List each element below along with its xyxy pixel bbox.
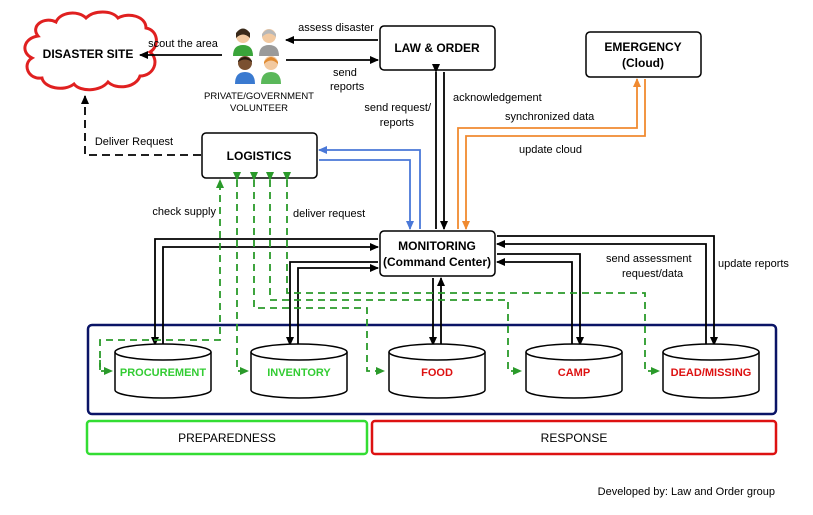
database-procurement: PROCUREMENT: [114, 343, 212, 399]
edge-label-update-cloud: update cloud: [519, 144, 582, 156]
edge-label-send-assessment-1: send assessment: [606, 253, 692, 265]
law-order-node: LAW & ORDER: [379, 25, 496, 71]
edge-label-send-assessment-2: request/data: [622, 268, 684, 280]
monitoring-node: MONITORING (Command Center): [379, 230, 496, 277]
emergency-label-line1: EMERGENCY: [604, 40, 681, 54]
edge-inventory-monitoring-in: [297, 264, 379, 345]
database-label-camp: CAMP: [558, 367, 590, 379]
volunteer-label-line2: VOLUNTEER: [230, 103, 288, 114]
emergency-node: EMERGENCY (Cloud): [585, 31, 702, 78]
database-label-procurement: PROCUREMENT: [120, 367, 206, 379]
edge-green-procurement: [99, 179, 224, 370]
edge-label-send-request-2: reports: [380, 117, 415, 129]
edge-label-deliver-request-top: Deliver Request: [95, 136, 173, 148]
volunteer-label-line1: PRIVATE/GOVERNMENT: [204, 91, 314, 102]
database-inventory: INVENTORY: [250, 343, 348, 399]
phase-response-label: RESPONSE: [541, 431, 608, 445]
emergency-label-line2: (Cloud): [622, 56, 664, 70]
logistics-node: LOGISTICS: [201, 132, 318, 179]
database-camp: CAMP: [525, 343, 623, 399]
edge-label-assess-disaster: assess disaster: [298, 22, 374, 34]
disaster-site-node: DISASTER SITE: [23, 10, 158, 92]
disaster-site-cloud: [23, 10, 158, 92]
phase-preparedness-label: PREPAREDNESS: [178, 431, 276, 445]
database-food: FOOD: [388, 343, 486, 399]
edge-label-send-request-1: send request/: [364, 102, 432, 114]
edge-label-send-reports-1: send: [333, 67, 357, 79]
edge-green-dead-missing: [283, 172, 660, 375]
edge-monitoring-inventory-out: [286, 261, 378, 346]
edge-monitoring-camp-out: [497, 253, 584, 346]
edge-label-scout-area: scout the area: [148, 38, 219, 50]
edge-green-inventory: [233, 172, 249, 375]
disaster-site-label: DISASTER SITE: [43, 47, 134, 61]
edge-label-acknowledgement: acknowledgement: [453, 92, 542, 104]
edge-label-deliver-request: deliver request: [293, 208, 365, 220]
database-dead-missing: DEAD/MISSING: [662, 343, 760, 399]
database-label-food: FOOD: [421, 367, 453, 379]
volunteer-people-icon: [233, 28, 281, 84]
logistics-label: LOGISTICS: [227, 149, 292, 163]
edge-label-send-reports-2: reports: [330, 81, 365, 93]
edge-label-synchronized-data: synchronized data: [505, 111, 595, 123]
edge-monitoring-procurement-out: [151, 238, 378, 346]
law-order-label: LAW & ORDER: [394, 41, 480, 55]
monitoring-label-line2: (Command Center): [383, 255, 491, 269]
footer-credit: Developed by: Law and Order group: [598, 486, 775, 498]
phase-response: RESPONSE: [370, 419, 778, 456]
monitoring-label-line1: MONITORING: [398, 239, 476, 253]
edge-label-update-reports: update reports: [718, 258, 789, 270]
phase-preparedness: PREPAREDNESS: [85, 419, 369, 456]
edge-green-procurement-arrow: [99, 360, 113, 375]
database-label-dead-missing: DEAD/MISSING: [671, 367, 752, 379]
edge-label-check-supply: check supply: [152, 206, 216, 218]
database-label-inventory: INVENTORY: [267, 367, 331, 379]
